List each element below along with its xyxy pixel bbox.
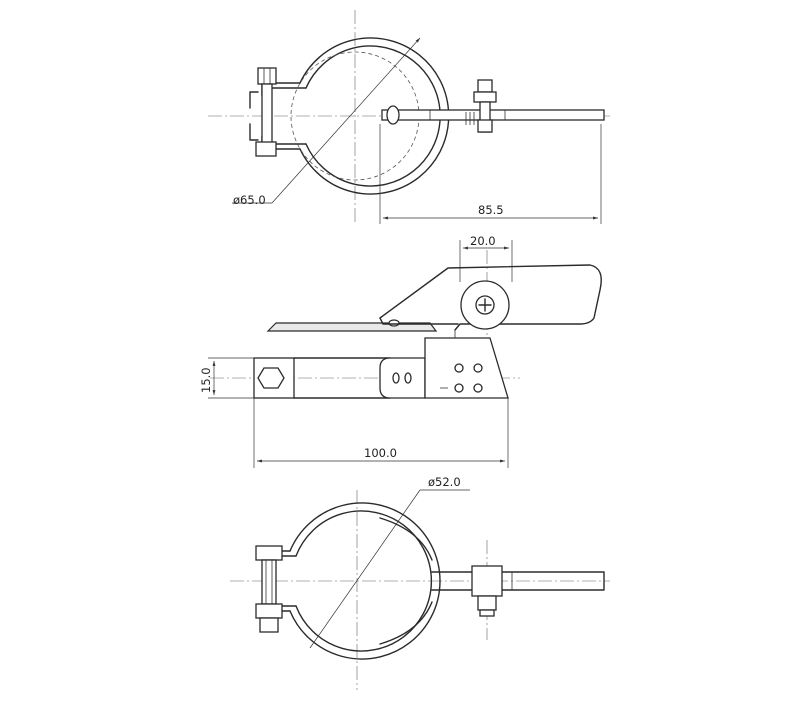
top-view: ø65.0 85.5: [208, 10, 610, 225]
side-length-dimension: 100.0: [253, 398, 509, 468]
top-diameter-dimension: ø65.0: [232, 37, 421, 207]
side-height-label: 15.0: [199, 367, 213, 393]
side-lever: [379, 264, 602, 331]
bottom-diameter-dimension: ø52.0: [309, 475, 470, 649]
side-length-label: 100.0: [364, 446, 397, 460]
side-height-dimension: 15.0: [199, 357, 254, 399]
bottom-diameter-label: ø52.0: [428, 475, 461, 489]
side-body: [253, 330, 509, 399]
side-lever-width-dimension: 20.0: [459, 234, 513, 282]
side-view: 20.0 15.0 100.0: [199, 234, 602, 468]
bottom-left-bolt: [255, 545, 283, 633]
side-flap-plate: [266, 319, 438, 332]
top-lever-arm: [381, 105, 605, 125]
top-length-label: 85.5: [478, 203, 504, 217]
side-lever-width-label: 20.0: [470, 234, 496, 248]
top-diameter-label: ø65.0: [233, 193, 266, 207]
top-left-bolt: [255, 67, 277, 157]
top-right-bolt: [465, 79, 497, 133]
bottom-view: ø52.0: [230, 475, 610, 690]
top-length-dimension: 85.5: [379, 124, 602, 224]
bottom-lever-arm: [431, 565, 605, 617]
